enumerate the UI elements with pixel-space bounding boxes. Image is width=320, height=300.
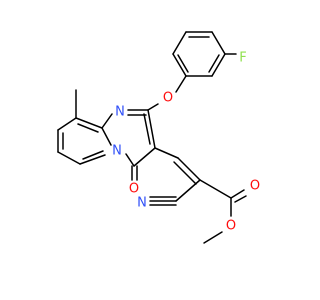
bond bbox=[75, 117, 103, 129]
bond bbox=[154, 147, 179, 159]
bond bbox=[172, 53, 187, 77]
bond bbox=[234, 195, 247, 203]
bond bbox=[57, 151, 81, 165]
bond bbox=[211, 31, 226, 55]
bond bbox=[173, 161, 197, 185]
bond bbox=[147, 103, 159, 111]
bond bbox=[101, 113, 113, 129]
bond-layer bbox=[57, 31, 247, 244]
atom-label-fluorine: F bbox=[239, 51, 246, 66]
atom-label-nitrile-nitrogen: N bbox=[137, 196, 147, 211]
bond bbox=[79, 154, 106, 165]
atom-label-layer: F O N N O N O O bbox=[112, 51, 260, 234]
bond bbox=[211, 53, 226, 77]
molecule-structure-diagram: F O N N O N O O bbox=[57, 31, 260, 244]
atom-label-ring-nitrogen: N bbox=[115, 105, 125, 120]
bond bbox=[77, 123, 99, 133]
bond bbox=[175, 179, 201, 202]
bond bbox=[208, 54, 220, 73]
bond bbox=[203, 231, 223, 244]
bond bbox=[230, 189, 245, 199]
bond bbox=[82, 150, 104, 160]
atom-label-ether-oxygen: O bbox=[163, 91, 173, 106]
atom-label-ketone-oxygen: O bbox=[129, 182, 139, 197]
bond bbox=[57, 117, 77, 131]
bond bbox=[133, 147, 156, 167]
bond bbox=[177, 54, 189, 73]
bond bbox=[125, 153, 135, 167]
bond bbox=[172, 31, 187, 55]
atom-label-ester-oxygen: O bbox=[226, 219, 236, 234]
bond bbox=[177, 157, 201, 181]
bond bbox=[175, 75, 187, 93]
bond bbox=[101, 127, 112, 146]
atom-label-bridge-nitrogen: N bbox=[112, 144, 122, 159]
bond bbox=[147, 109, 156, 149]
bond bbox=[143, 113, 151, 145]
atom-label-carbonyl-oxygen: O bbox=[250, 179, 260, 194]
bond bbox=[199, 179, 232, 199]
